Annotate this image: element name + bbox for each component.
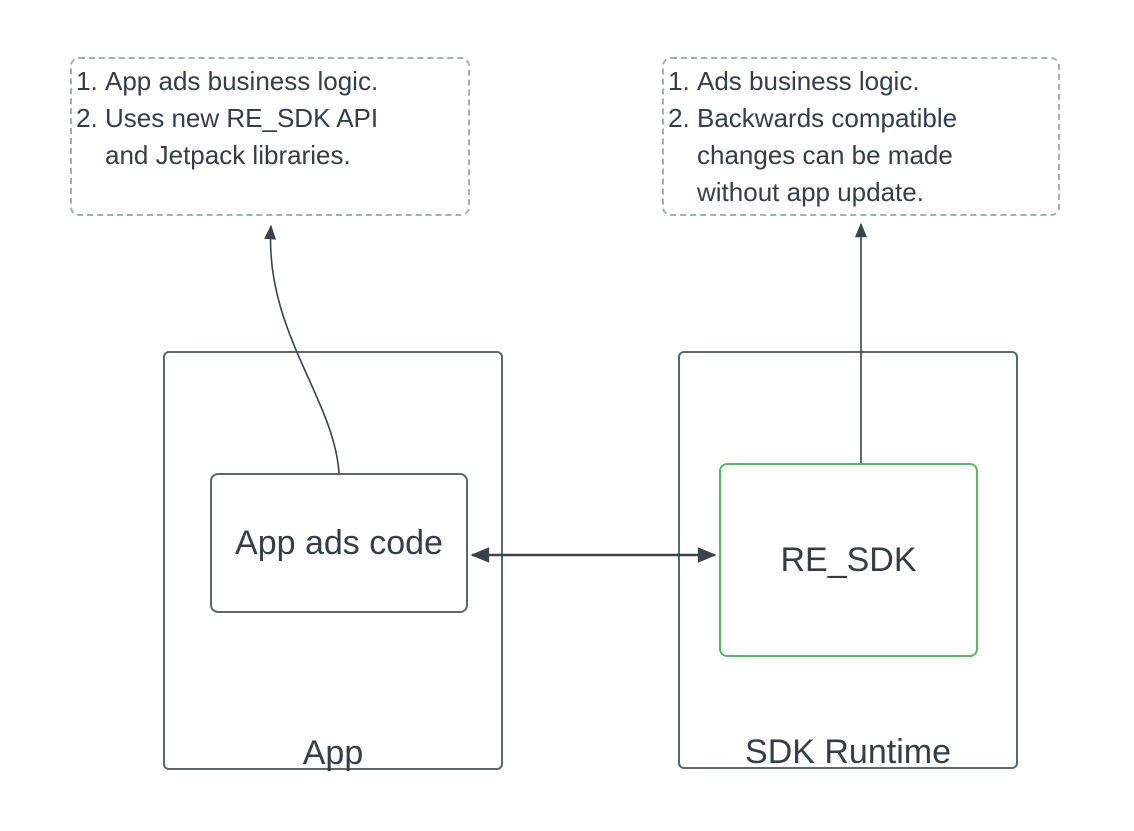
note-app-ads-logic: App ads business logic. Uses new RE_SDK … <box>70 57 470 216</box>
note-app-ads-list: App ads business logic. Uses new RE_SDK … <box>72 59 468 174</box>
sdk-runtime-container-box: RE_SDK SDK Runtime <box>678 351 1018 771</box>
note-app-ads-item-1: App ads business logic. <box>105 63 462 100</box>
sdk-runtime-container-label: SDK Runtime <box>745 733 951 771</box>
note-app-ads-item-2: Uses new RE_SDK API and Jetpack librarie… <box>105 100 462 174</box>
app-container-box: App ads code App <box>163 351 503 772</box>
note-sdk-ads-item-1: Ads business logic. <box>697 63 1052 100</box>
app-container-label: App <box>302 734 364 772</box>
app-ads-code-label: App ads code <box>235 523 443 562</box>
note-sdk-ads-list: Ads business logic. Backwards compatible… <box>664 59 1058 211</box>
note-sdk-ads-logic: Ads business logic. Backwards compatible… <box>662 57 1060 216</box>
re-sdk-box: RE_SDK <box>719 463 978 657</box>
re-sdk-label: RE_SDK <box>780 540 917 579</box>
note-sdk-ads-item-2: Backwards compatible changes can be made… <box>697 100 1052 211</box>
app-ads-code-box: App ads code <box>210 473 468 613</box>
